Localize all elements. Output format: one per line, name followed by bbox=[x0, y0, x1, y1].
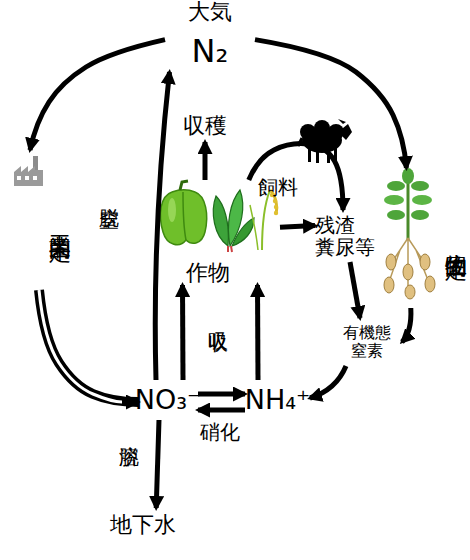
arrow-line-inner bbox=[39, 290, 122, 402]
node-text: 生物的固定 bbox=[444, 236, 468, 241]
cycle-arrow bbox=[280, 226, 315, 228]
cycle-arrow bbox=[249, 144, 343, 210]
factory-icon bbox=[14, 156, 43, 186]
node-text: NO₃⁻ bbox=[135, 385, 202, 415]
node-text: 工業的固定 bbox=[48, 218, 72, 223]
cycle-arrow bbox=[39, 290, 138, 402]
cycle-arrow bbox=[205, 142, 206, 180]
cycle-node: 大気 N₂ bbox=[165, 0, 255, 72]
cycle-node: 工業的固定 bbox=[12, 150, 72, 290]
cycle-arrow bbox=[182, 285, 184, 380]
cycle-arrow bbox=[155, 72, 169, 380]
cycle-node: NH₄⁺ bbox=[245, 380, 310, 420]
cycle-arrow bbox=[198, 410, 245, 411]
cycle-node: NO₃⁻ bbox=[138, 380, 198, 420]
arrow-line bbox=[180, 285, 186, 380]
cycle-arrow bbox=[350, 262, 360, 318]
arrow-line bbox=[198, 392, 245, 397]
arrow-line bbox=[30, 40, 165, 150]
node-text: 有機態 窒素 bbox=[341, 324, 393, 359]
arrow-line bbox=[39, 290, 138, 402]
arrow-line bbox=[249, 144, 343, 210]
node-text: 大気 bbox=[188, 0, 232, 24]
spinach-illustration bbox=[213, 190, 254, 252]
cycle-arrow bbox=[156, 420, 159, 508]
arrow-label: 硝化 bbox=[200, 421, 240, 443]
arrow-line bbox=[203, 142, 208, 180]
cycle-arrow bbox=[30, 40, 165, 150]
arrow-line bbox=[402, 308, 411, 342]
cycle-arrow bbox=[402, 308, 411, 342]
node-text: N₂ bbox=[192, 34, 229, 69]
node-text: 作物 bbox=[186, 261, 230, 285]
node-text: 収穫 bbox=[183, 114, 227, 138]
rice-illustration bbox=[250, 190, 278, 250]
arrow-line bbox=[350, 262, 360, 318]
arrow-line bbox=[280, 226, 315, 228]
cycle-node: 地下水 bbox=[110, 508, 176, 542]
cycle-node: 有機態 窒素 bbox=[332, 318, 402, 366]
pepper-illustration bbox=[160, 181, 206, 245]
cycle-arrow bbox=[310, 366, 346, 398]
node-text: NH₄⁺ bbox=[245, 385, 311, 415]
arrow-label: 飼料 bbox=[258, 176, 298, 198]
peanut-plant-illustration bbox=[384, 168, 435, 299]
arrow-line bbox=[156, 420, 159, 508]
cycle-node: 残渣 糞尿等 bbox=[315, 210, 385, 262]
arrow-line bbox=[198, 408, 245, 413]
process-label: 吸収 bbox=[207, 316, 229, 318]
cycle-node: 生物的固定 bbox=[380, 168, 468, 308]
arrow-label: 溶脱 bbox=[118, 430, 140, 432]
arrow-line bbox=[155, 72, 169, 380]
cycle-arrow bbox=[257, 285, 259, 380]
node-text: 地下水 bbox=[110, 513, 176, 537]
arrow-label: 脱窒 bbox=[98, 192, 120, 194]
sheep-illustration bbox=[298, 119, 352, 163]
arrow-line bbox=[255, 285, 261, 380]
cycle-node: 収穫 bbox=[175, 110, 235, 142]
node-text: 残渣 糞尿等 bbox=[315, 214, 379, 258]
arrow-line bbox=[310, 366, 346, 398]
cycle-arrow bbox=[198, 394, 245, 395]
